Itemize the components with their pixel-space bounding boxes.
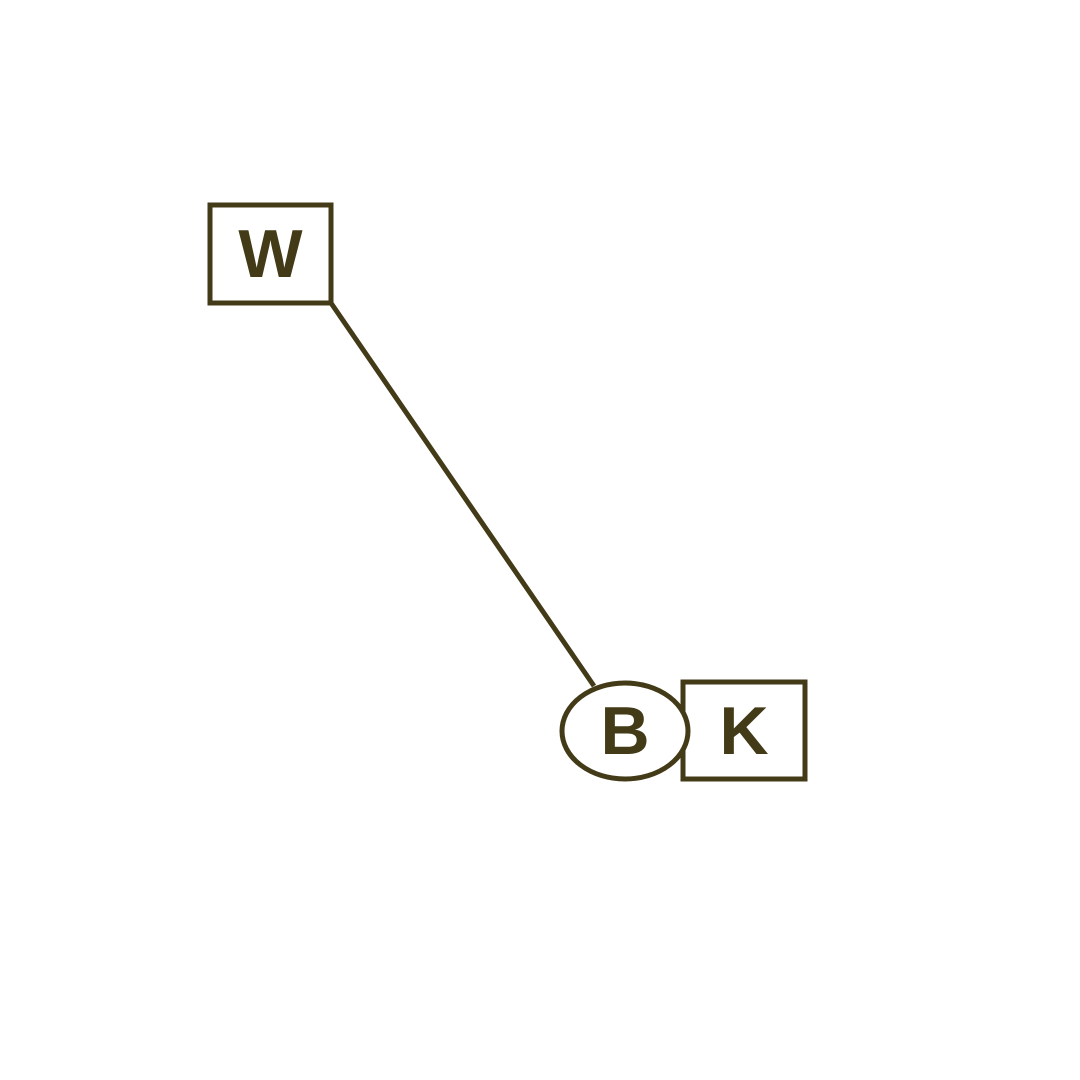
node-b[interactable]: B (559, 680, 691, 782)
node-k[interactable]: K (680, 679, 808, 782)
node-w-box (207, 202, 334, 306)
node-w-label: W (238, 216, 303, 292)
node-w[interactable]: W (207, 202, 334, 306)
node-b-label: B (600, 693, 649, 769)
node-b-ellipse (559, 680, 691, 782)
edges-layer (328, 301, 597, 688)
node-k-box (680, 679, 808, 782)
nodes-layer: W K B (207, 202, 808, 782)
node-k-label: K (719, 693, 768, 769)
edge-w-b (328, 301, 597, 688)
